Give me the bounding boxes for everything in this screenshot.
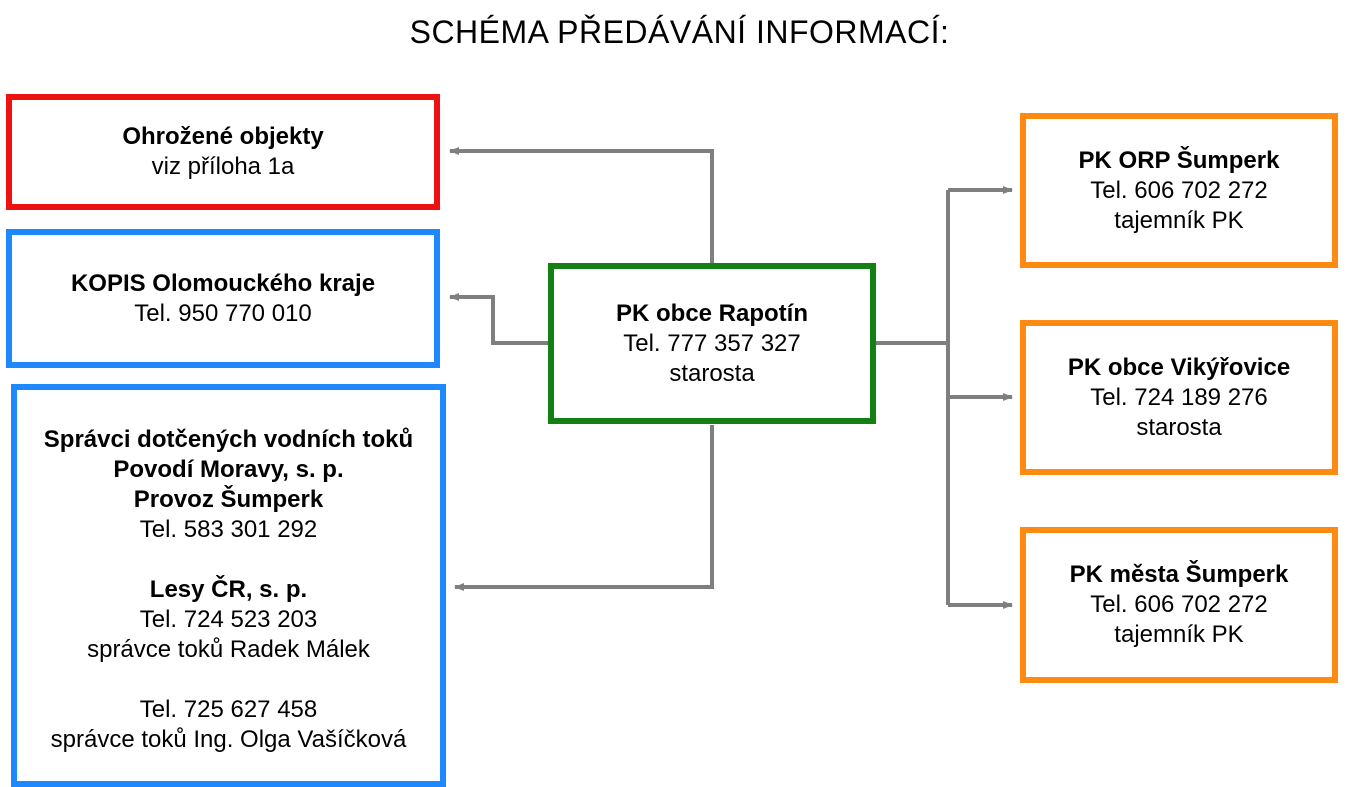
povodi-moravy-phone: Tel. 583 301 292 [139,515,318,543]
mesto-sumperk-box: PK města Šumperk Tel. 606 702 272 tajemn… [1020,527,1338,683]
orp-sumperk-phone: Tel. 606 702 272 [1090,176,1268,204]
river-managers-heading: Správci dotčených vodních toků [43,425,414,453]
vikyrovice-box: PK obce Vikýřovice Tel. 724 189 276 star… [1020,320,1338,475]
vikyrovice-phone: Tel. 724 189 276 [1090,383,1268,411]
orp-sumperk-role: tajemník PK [1114,206,1244,234]
povodi-moravy-unit: Provoz Šumperk [133,485,324,513]
threatened-objects-box: Ohrožené objekty viz příloha 1a [6,94,440,210]
mesto-sumperk-phone: Tel. 606 702 272 [1090,591,1268,618]
vikyrovice-role: starosta [1136,413,1222,441]
arrow-to-kopis [449,293,548,345]
river-managers-box: Správci dotčených vodních toků Povodí Mo… [11,384,446,787]
lesy-cr-name: Lesy ČR, s. p. [149,575,308,603]
orp-sumperk-box: PK ORP Šumperk Tel. 606 702 272 tajemník… [1020,113,1338,268]
mesto-sumperk-title: PK města Šumperk [1069,561,1289,588]
kopis-box: KOPIS Olomouckého kraje Tel. 950 770 010 [6,229,440,368]
kopis-title: KOPIS Olomouckého kraje [70,269,376,297]
second-manager-phone: Tel. 725 627 458 [139,695,318,723]
lesy-cr-person: správce toků Radek Málek [87,635,370,663]
vikyrovice-title: PK obce Vikýřovice [1067,353,1291,381]
arrow-to-rivers [454,425,714,591]
second-manager-person: správce toků Ing. Olga Vašíčková [50,725,407,753]
povodi-moravy-name: Povodí Moravy, s. p. [113,455,344,483]
center-phone: Tel. 777 357 327 [623,329,801,357]
threatened-objects-note: viz příloha 1a [151,153,295,180]
center-title: PK obce Rapotín [615,299,808,327]
center-box-rapotin: PK obce Rapotín Tel. 777 357 327 starost… [548,263,876,424]
center-role: starosta [669,359,755,387]
lesy-cr-phone: Tel. 724 523 203 [139,605,318,633]
arrow-to-threatened [449,147,714,265]
diagram-title: SCHÉMA PŘEDÁVÁNÍ INFORMACÍ: [409,14,950,50]
orp-sumperk-title: PK ORP Šumperk [1078,146,1280,174]
kopis-phone: Tel. 950 770 010 [134,299,312,327]
mesto-sumperk-role: tajemník PK [1114,621,1244,648]
threatened-objects-title: Ohrožené objekty [122,123,324,150]
